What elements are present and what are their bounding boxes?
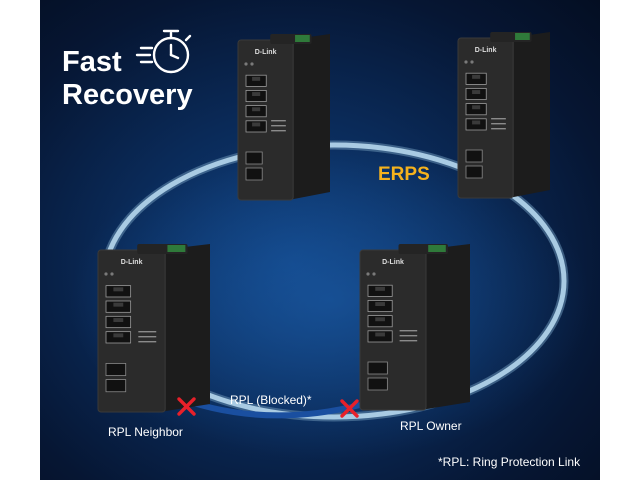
- sfp-port: [367, 361, 388, 375]
- ethernet-port: [105, 285, 132, 298]
- blocked-marks: [177, 397, 359, 418]
- ring-label: ERPS: [378, 164, 430, 185]
- ethernet-port: [105, 300, 132, 313]
- brand-logo: D-Link: [382, 259, 404, 266]
- sfp-port: [245, 167, 263, 181]
- switch-3: D-Link: [97, 244, 210, 413]
- ethernet-port: [105, 315, 132, 329]
- ethernet-port: [105, 331, 132, 344]
- sfp-port: [367, 377, 388, 391]
- stopwatch-icon: [135, 29, 192, 74]
- sfp-port: [245, 151, 263, 165]
- switch-2: D-Link: [457, 32, 550, 199]
- rpl-owner-label: RPL Owner: [400, 419, 462, 433]
- title-line-1: Fast: [62, 46, 122, 78]
- brand-logo: D-Link: [475, 47, 497, 54]
- footnote: *RPL: Ring Protection Link: [438, 455, 581, 469]
- title-line-2: Recovery: [62, 79, 193, 111]
- sfp-port: [465, 165, 483, 179]
- switch-4: D-Link: [359, 244, 470, 411]
- sfp-port: [105, 362, 127, 376]
- sfp-port: [465, 149, 483, 163]
- sfp-port: [105, 379, 127, 393]
- blocked-x-icon: [177, 397, 196, 416]
- blocked-x-icon: [340, 399, 359, 418]
- brand-logo: D-Link: [255, 49, 277, 56]
- switch-1: D-Link: [237, 34, 330, 201]
- brand-logo: D-Link: [121, 259, 143, 266]
- rpl-neighbor-label: RPL Neighbor: [108, 425, 183, 439]
- page-title: Fast Recovery: [62, 46, 193, 112]
- rpl-link-label: RPL (Blocked)*: [230, 393, 312, 407]
